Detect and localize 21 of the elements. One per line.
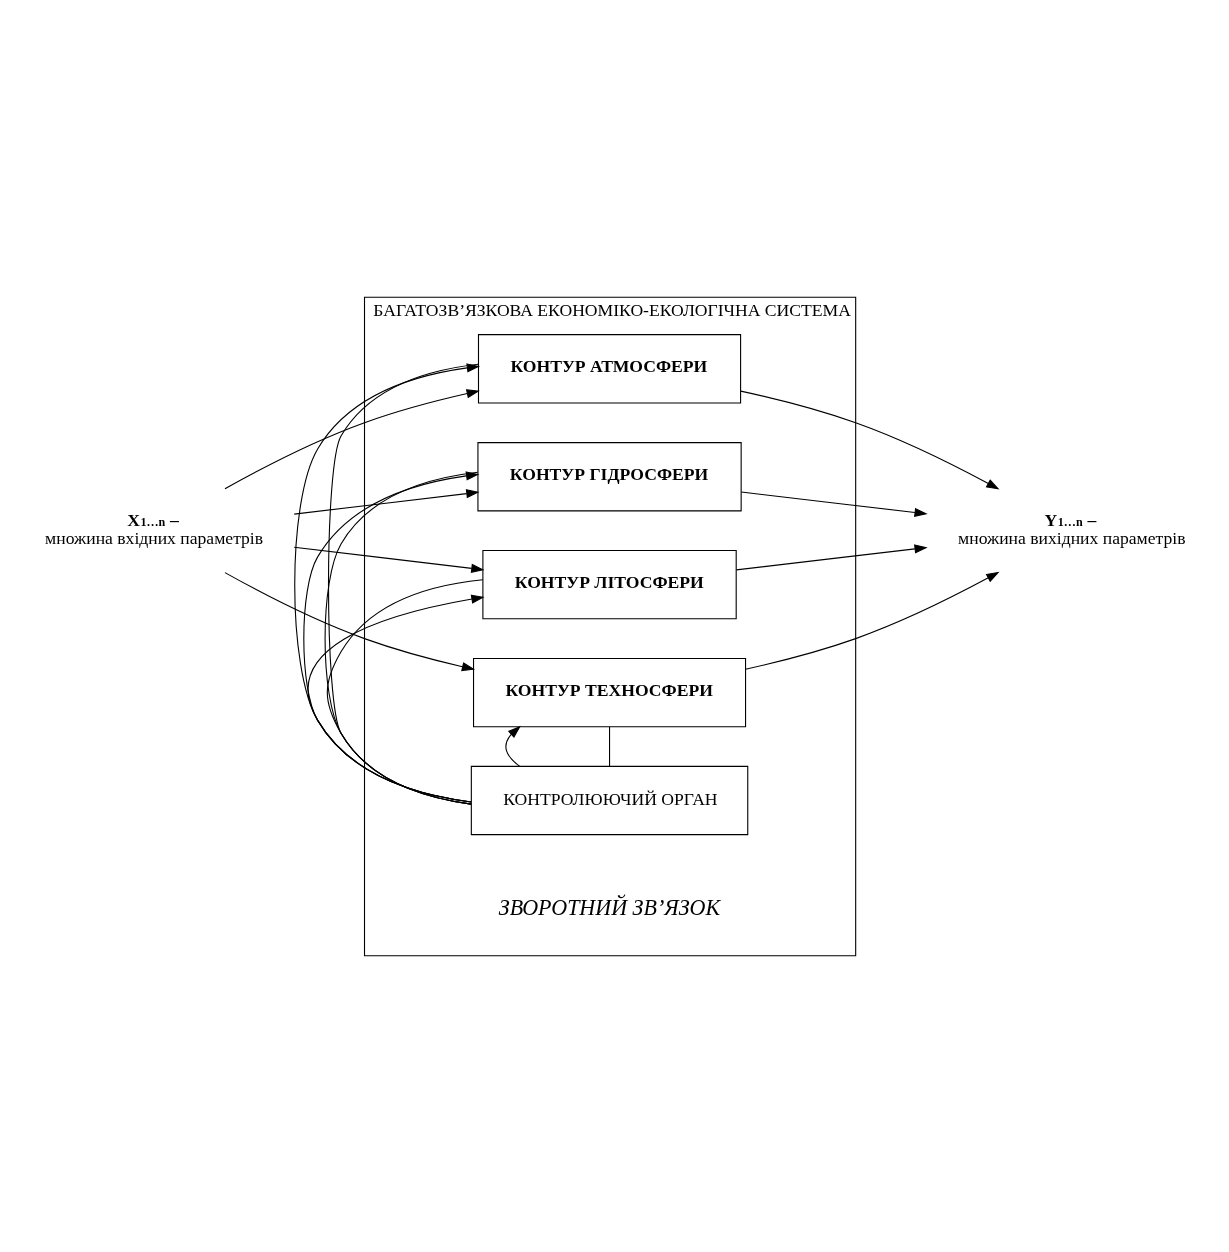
node-box: КОНТРОЛЮЮЧИЙ ОРГАН [470,765,749,835]
node-box: КОНТУР ЛІТОСФЕРИ [482,549,737,619]
arrow [224,388,480,489]
arrow [293,546,485,573]
label: ЗВОРОТНИЙ ЗВ’ЯЗОК [498,894,721,920]
connector [326,578,484,805]
arrow [745,571,1000,670]
arrow [294,362,481,802]
node-box: КОНТУР АТМОСФЕРИ [477,333,742,403]
node-text: Y1…n – множина вихідних параметрів [958,509,1186,548]
arrow [224,571,476,671]
arrow [293,488,480,515]
node-text: X1…n – множина вхідних параметрів [45,509,264,548]
node-box: КОНТУР ТЕХНОСФЕРИ [473,657,747,727]
arrow [740,491,928,517]
arrow [740,390,1000,490]
arrow [735,543,928,570]
connector [609,725,611,767]
arrow [307,594,485,802]
arrow [505,725,521,767]
node-box: КОНТУР ГІДРОСФЕРИ [477,441,742,511]
